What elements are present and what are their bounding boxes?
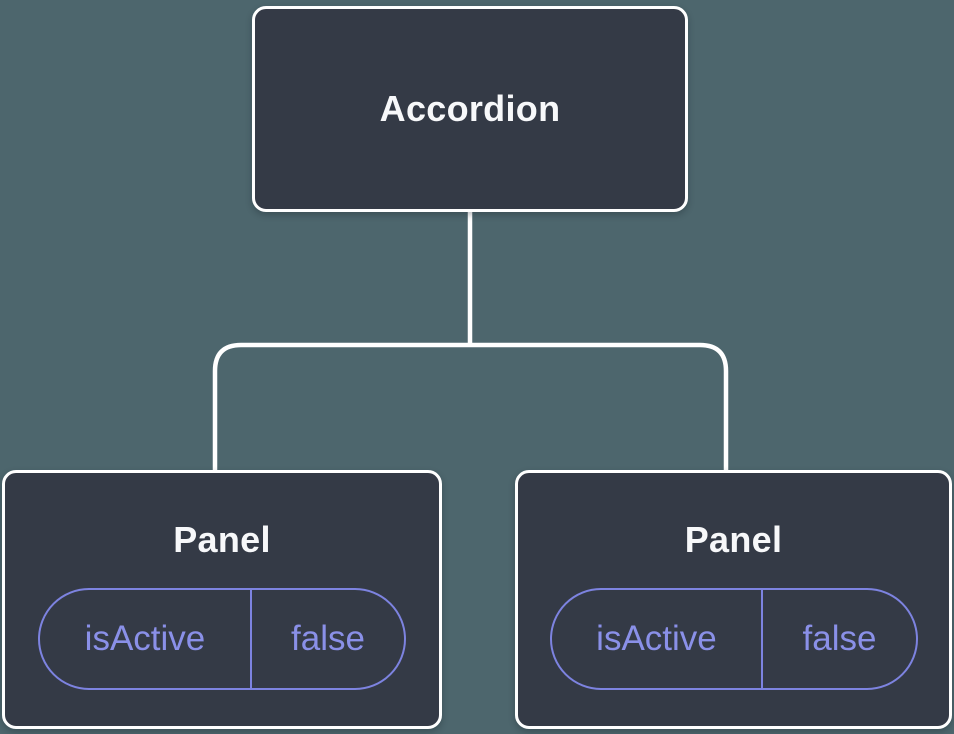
state-value: false — [802, 619, 877, 658]
state-key: isActive — [40, 590, 252, 688]
panel-node-left: Panel isActive false — [2, 470, 442, 729]
state-pill: isActive false — [549, 588, 918, 690]
state-value: false — [291, 619, 365, 658]
state-pill: isActive false — [38, 588, 406, 690]
panel-node-label: Panel — [684, 519, 783, 560]
panel-node-label: Panel — [173, 519, 271, 560]
branch-bracket-line — [212, 342, 729, 471]
panel-node-right: Panel isActive false — [515, 470, 952, 729]
accordion-node: Accordion — [252, 6, 688, 212]
state-key: isActive — [552, 590, 764, 688]
accordion-node-label: Accordion — [379, 88, 561, 129]
